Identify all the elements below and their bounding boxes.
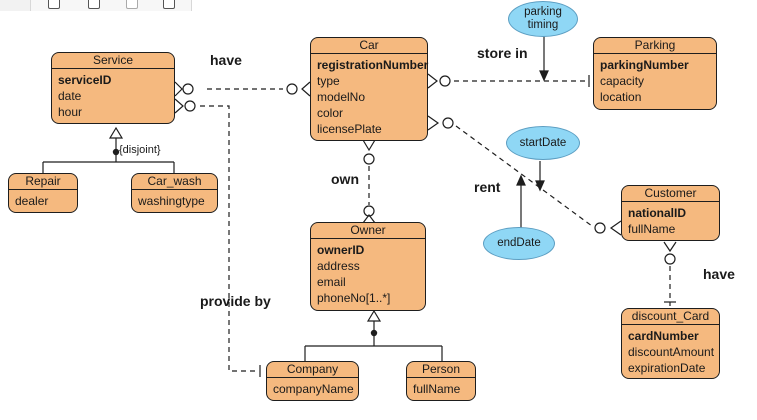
entity-car[interactable]: Car registrationNumber type modelNo colo… [310,37,428,141]
relationship-label-store-in: store in [477,45,528,61]
toolbar-icon[interactable] [163,0,175,9]
attribute-primary-key: ownerID [317,243,365,257]
end-date-arrowhead [516,174,526,186]
entity-customer[interactable]: Customer nationalID fullName [621,185,720,241]
attribute-ellipse-end-date[interactable]: endDate [483,227,555,260]
entity-company[interactable]: Company companyName [266,361,359,401]
attribute: email [317,275,346,289]
start-date-arrowhead [535,180,545,192]
entity-person[interactable]: Person fullName [406,361,476,401]
have-card-crowfoot [663,241,677,253]
entity-title: Service [52,53,174,69]
toolbar-icon[interactable] [48,0,60,9]
attribute: modelNo [317,90,366,104]
have-card-circle [664,253,676,265]
attribute-ellipse-parking-timing[interactable]: parking timing [508,1,578,37]
toolbar-icon[interactable] [88,0,100,9]
attribute: expirationDate [628,361,706,375]
rent-crowfoot-customer [609,220,622,236]
rent-circle-car [442,117,454,129]
entity-parking[interactable]: Parking parkingNumber capacity location [593,37,717,110]
attribute: discountAmount [628,345,715,359]
relationship-label-provide-by: provide by [200,293,271,309]
rent-circle-customer [594,222,606,234]
attribute: date [58,89,82,103]
toolbar-segment [0,0,31,11]
entity-title: Repair [9,174,77,190]
provide-by-circle [184,100,196,112]
relationship-label-have-service: have [210,52,242,68]
attribute-primary-key: parkingNumber [600,58,689,72]
own-crowfoot-bottom [362,214,376,224]
attribute-primary-key: nationalID [628,206,687,220]
entity-title: Company [267,362,358,378]
own-crowfoot-top [362,139,376,152]
have-service-circle-left [182,83,194,95]
attribute: companyName [273,382,354,396]
relationship-label-have-card: have [703,266,735,282]
attribute-ellipse-start-date[interactable]: startDate [506,126,580,160]
attribute: address [317,259,360,273]
provide-by-crowfoot [174,98,184,114]
attribute-primary-key: registrationNumber [317,58,429,72]
disjoint-constraint-label: {disjoint} [119,144,161,156]
entity-title: Customer [622,186,719,202]
entity-title: Parking [594,38,716,54]
attribute: phoneNo[1..*] [317,291,391,305]
owner-disjoint-dot [370,329,378,337]
attribute: type [317,74,340,88]
store-in-crowfoot [427,73,438,89]
entity-car-wash[interactable]: Car_wash washingtype [131,173,218,213]
rent-line [455,125,593,227]
store-in-circle [439,75,451,87]
attribute: capacity [600,74,645,88]
attribute-primary-key: cardNumber [628,329,699,343]
entity-service[interactable]: Service serviceID date hour [51,52,175,124]
have-service-crowfoot-left [174,81,183,97]
service-disjoint-dot [112,148,120,156]
entity-title: Car_wash [132,174,217,190]
relationship-label-own: own [331,171,359,187]
owner-generalization-triangle [366,309,382,322]
rent-crowfoot-car [427,115,440,131]
entity-title: discount_Card [622,309,719,325]
attribute: fullName [413,382,461,396]
have-service-crowfoot-right [301,81,311,97]
provide-by-line [200,105,258,372]
attribute: location [600,90,642,104]
entity-title: Owner [311,223,425,239]
parking-timing-arrowhead [539,70,549,82]
attribute-primary-key: serviceID [58,73,112,87]
attribute: licensePlate [317,122,382,136]
relationship-label-rent: rent [474,179,501,195]
have-service-circle-right [286,83,298,95]
attribute: fullName [628,222,676,236]
attribute: washingtype [138,194,205,208]
attribute: hour [58,105,83,119]
entity-discount-card[interactable]: discount_Card cardNumber discountAmount … [621,308,720,379]
toolbar-segment [31,0,192,11]
entity-owner[interactable]: Owner ownerID address email phoneNo[1..*… [310,222,426,311]
toolbar-icon[interactable] [126,0,138,9]
entity-title: Car [311,38,427,54]
attribute: dealer [15,194,49,208]
attribute: color [317,106,344,120]
entity-repair[interactable]: Repair dealer [8,173,78,213]
own-circle-top [363,153,375,165]
service-generalization-triangle [108,126,124,139]
entity-title: Person [407,362,475,378]
